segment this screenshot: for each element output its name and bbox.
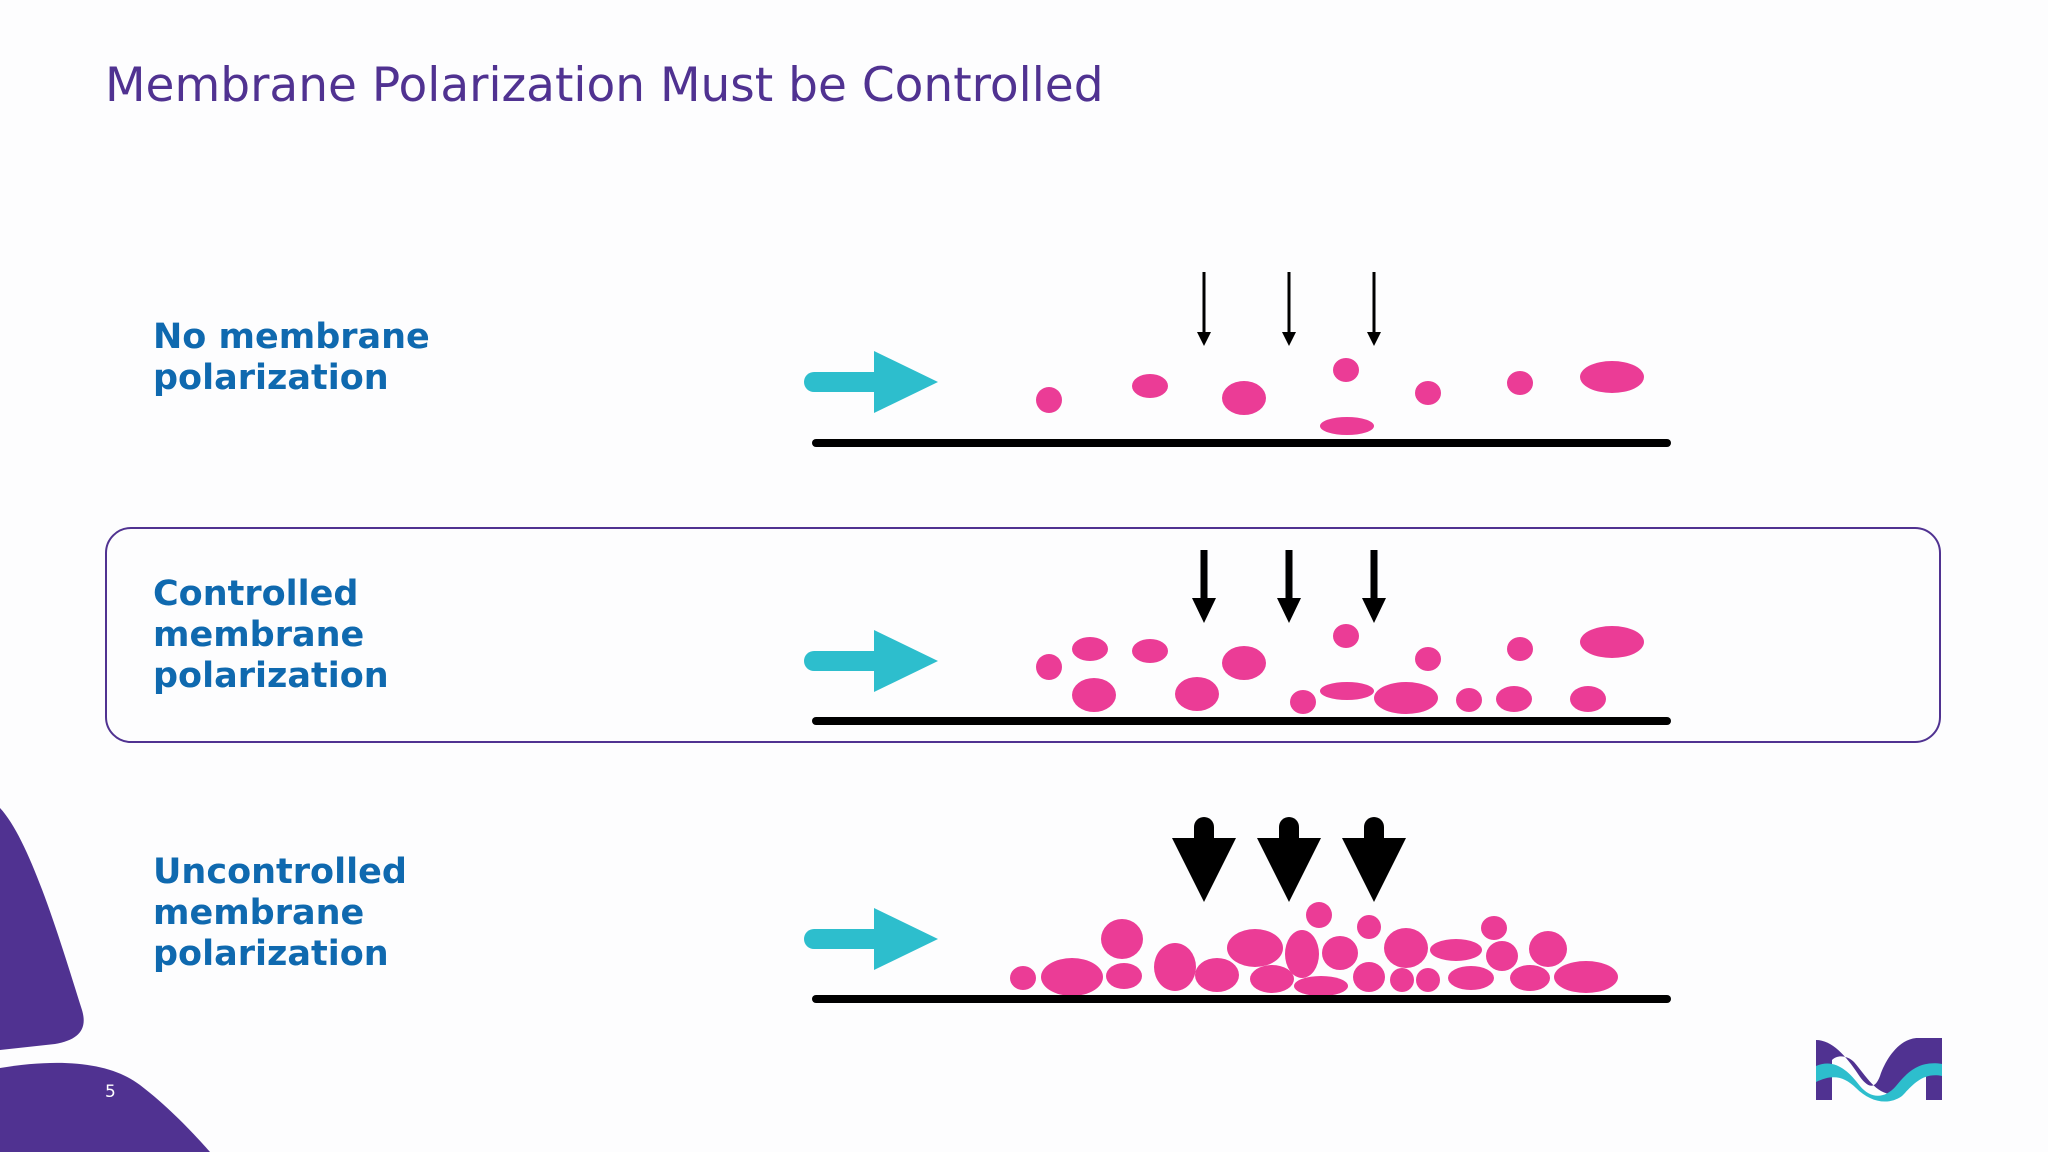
particles [1036, 624, 1644, 714]
row-label-line: membrane [153, 893, 365, 933]
particles [1036, 358, 1644, 435]
row-label-uncontrolled: Uncontrolled membrane polarization [153, 852, 407, 975]
row-controlled-polarization [804, 550, 1671, 725]
row-label-line: polarization [153, 656, 389, 696]
merck-logo-icon [1816, 1038, 1942, 1102]
corner-decoration [0, 808, 210, 1152]
right-arrow-icon [804, 630, 938, 692]
row-uncontrolled-polarization [804, 817, 1671, 1003]
controlled-highlight-box [105, 527, 1941, 743]
row-label-line: membrane [153, 615, 365, 655]
row-label-line: Uncontrolled [153, 852, 407, 892]
corner-shape-lower [0, 1062, 210, 1152]
row-label-line: No membrane [153, 317, 430, 357]
row-label-line: polarization [153, 358, 389, 398]
row-label-controlled: Controlled membrane polarization [153, 574, 389, 697]
particles [1010, 902, 1618, 996]
slide-title: Membrane Polarization Must be Controlled [105, 58, 1104, 113]
row-label-line: Controlled [153, 574, 359, 614]
row-no-polarization [804, 272, 1671, 447]
down-arrow-icon [1197, 272, 1381, 346]
down-arrow-icon [1192, 550, 1386, 623]
right-arrow-icon [804, 908, 938, 970]
row-label-no-polarization: No membrane polarization [153, 317, 430, 399]
row-label-line: polarization [153, 934, 389, 974]
page-number: 5 [105, 1082, 116, 1102]
corner-shape-upper [0, 808, 84, 1050]
down-arrow-icon [1172, 817, 1406, 902]
right-arrow-icon [804, 351, 938, 413]
